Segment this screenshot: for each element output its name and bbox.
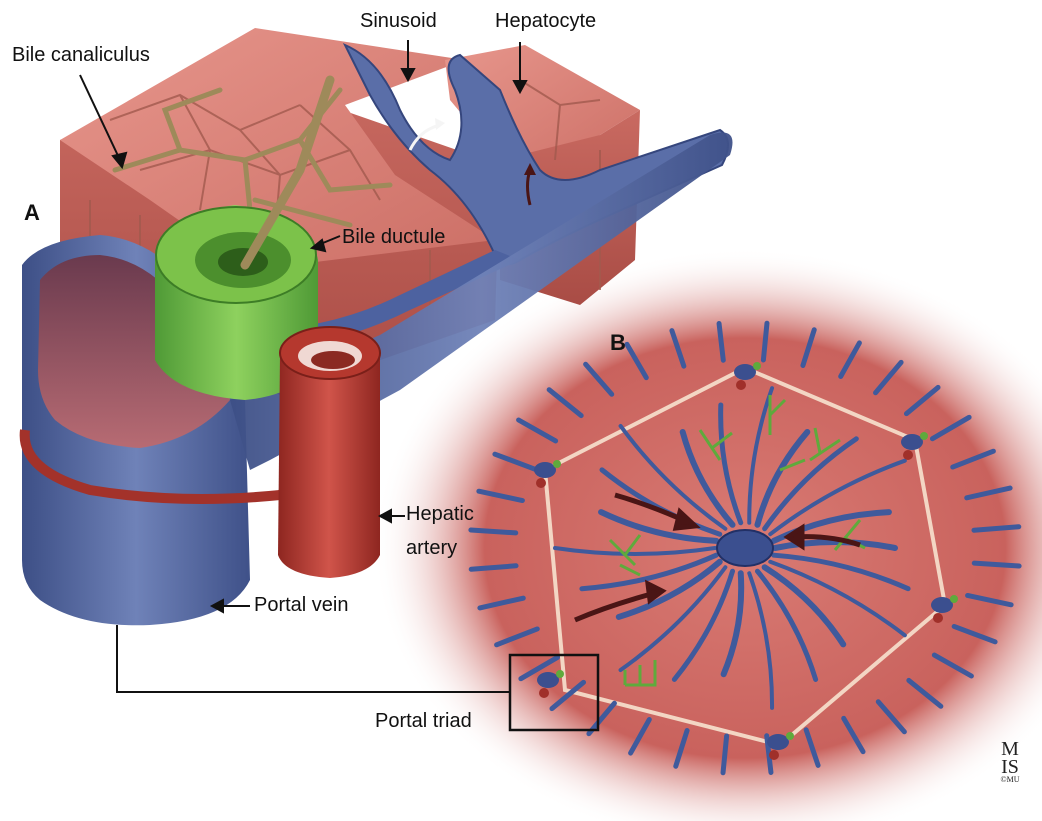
label-hepatic-artery-line1: Hepatic bbox=[406, 503, 474, 525]
panel-label-a: A bbox=[24, 200, 40, 226]
central-vein bbox=[717, 530, 773, 566]
panel-label-b: B bbox=[610, 330, 626, 356]
label-portal-triad: Portal triad bbox=[375, 710, 472, 732]
label-sinusoid: Sinusoid bbox=[360, 10, 437, 32]
label-hepatic-artery-line2: artery bbox=[406, 537, 457, 559]
label-hepatocyte: Hepatocyte bbox=[495, 10, 596, 32]
label-portal-vein: Portal vein bbox=[254, 594, 349, 616]
label-bile-canaliculus: Bile canaliculus bbox=[12, 44, 150, 66]
artist-signature: M IS ©MU bbox=[990, 740, 1030, 783]
label-bile-ductule: Bile ductule bbox=[342, 226, 445, 248]
